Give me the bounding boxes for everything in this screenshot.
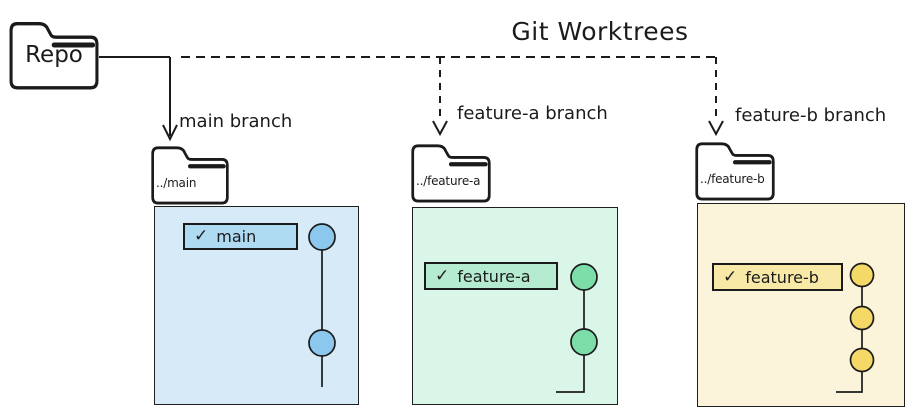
- arrow-label-feature-a: feature-a branch: [457, 103, 608, 124]
- worktree-folder-feature-a: ../feature-a: [410, 141, 492, 203]
- branch-badge-label: feature-a: [457, 266, 531, 286]
- worktree-panel-feature-b: [697, 203, 905, 407]
- check-icon: ✓: [435, 265, 450, 286]
- check-icon: ✓: [723, 266, 738, 287]
- worktree-folder-label: ../feature-a: [416, 174, 481, 188]
- worktree-folder-feature-b: ../feature-b: [694, 139, 776, 201]
- arrowhead-feature-a: [432, 120, 448, 137]
- check-icon: ✓: [194, 226, 209, 246]
- arrow-label-feature-b: feature-b branch: [735, 105, 887, 126]
- diagram-title: Git Worktrees: [511, 17, 689, 46]
- branch-badge-main: ✓ main: [183, 223, 298, 250]
- worktree-folder-main: ../main: [150, 143, 230, 205]
- worktree-panel-feature-a: [412, 207, 618, 405]
- arrow-label-main: main branch: [179, 111, 293, 132]
- arrowhead-feature-b: [708, 120, 724, 137]
- worktree-folder-label: ../feature-b: [700, 172, 765, 186]
- folder-icon: [694, 139, 776, 201]
- repo-folder-label: Repo: [25, 42, 83, 68]
- branch-badge-label: main: [216, 227, 257, 246]
- branch-badge-feature-b: ✓ feature-b: [712, 263, 843, 291]
- repo-folder: Repo: [8, 18, 100, 90]
- folder-icon: [410, 141, 492, 203]
- arrowhead-main: [162, 124, 178, 142]
- branch-badge-feature-a: ✓ feature-a: [424, 262, 558, 290]
- worktree-folder-label: ../main: [156, 176, 197, 190]
- branch-badge-label: feature-b: [745, 267, 819, 287]
- folder-icon: [150, 143, 230, 205]
